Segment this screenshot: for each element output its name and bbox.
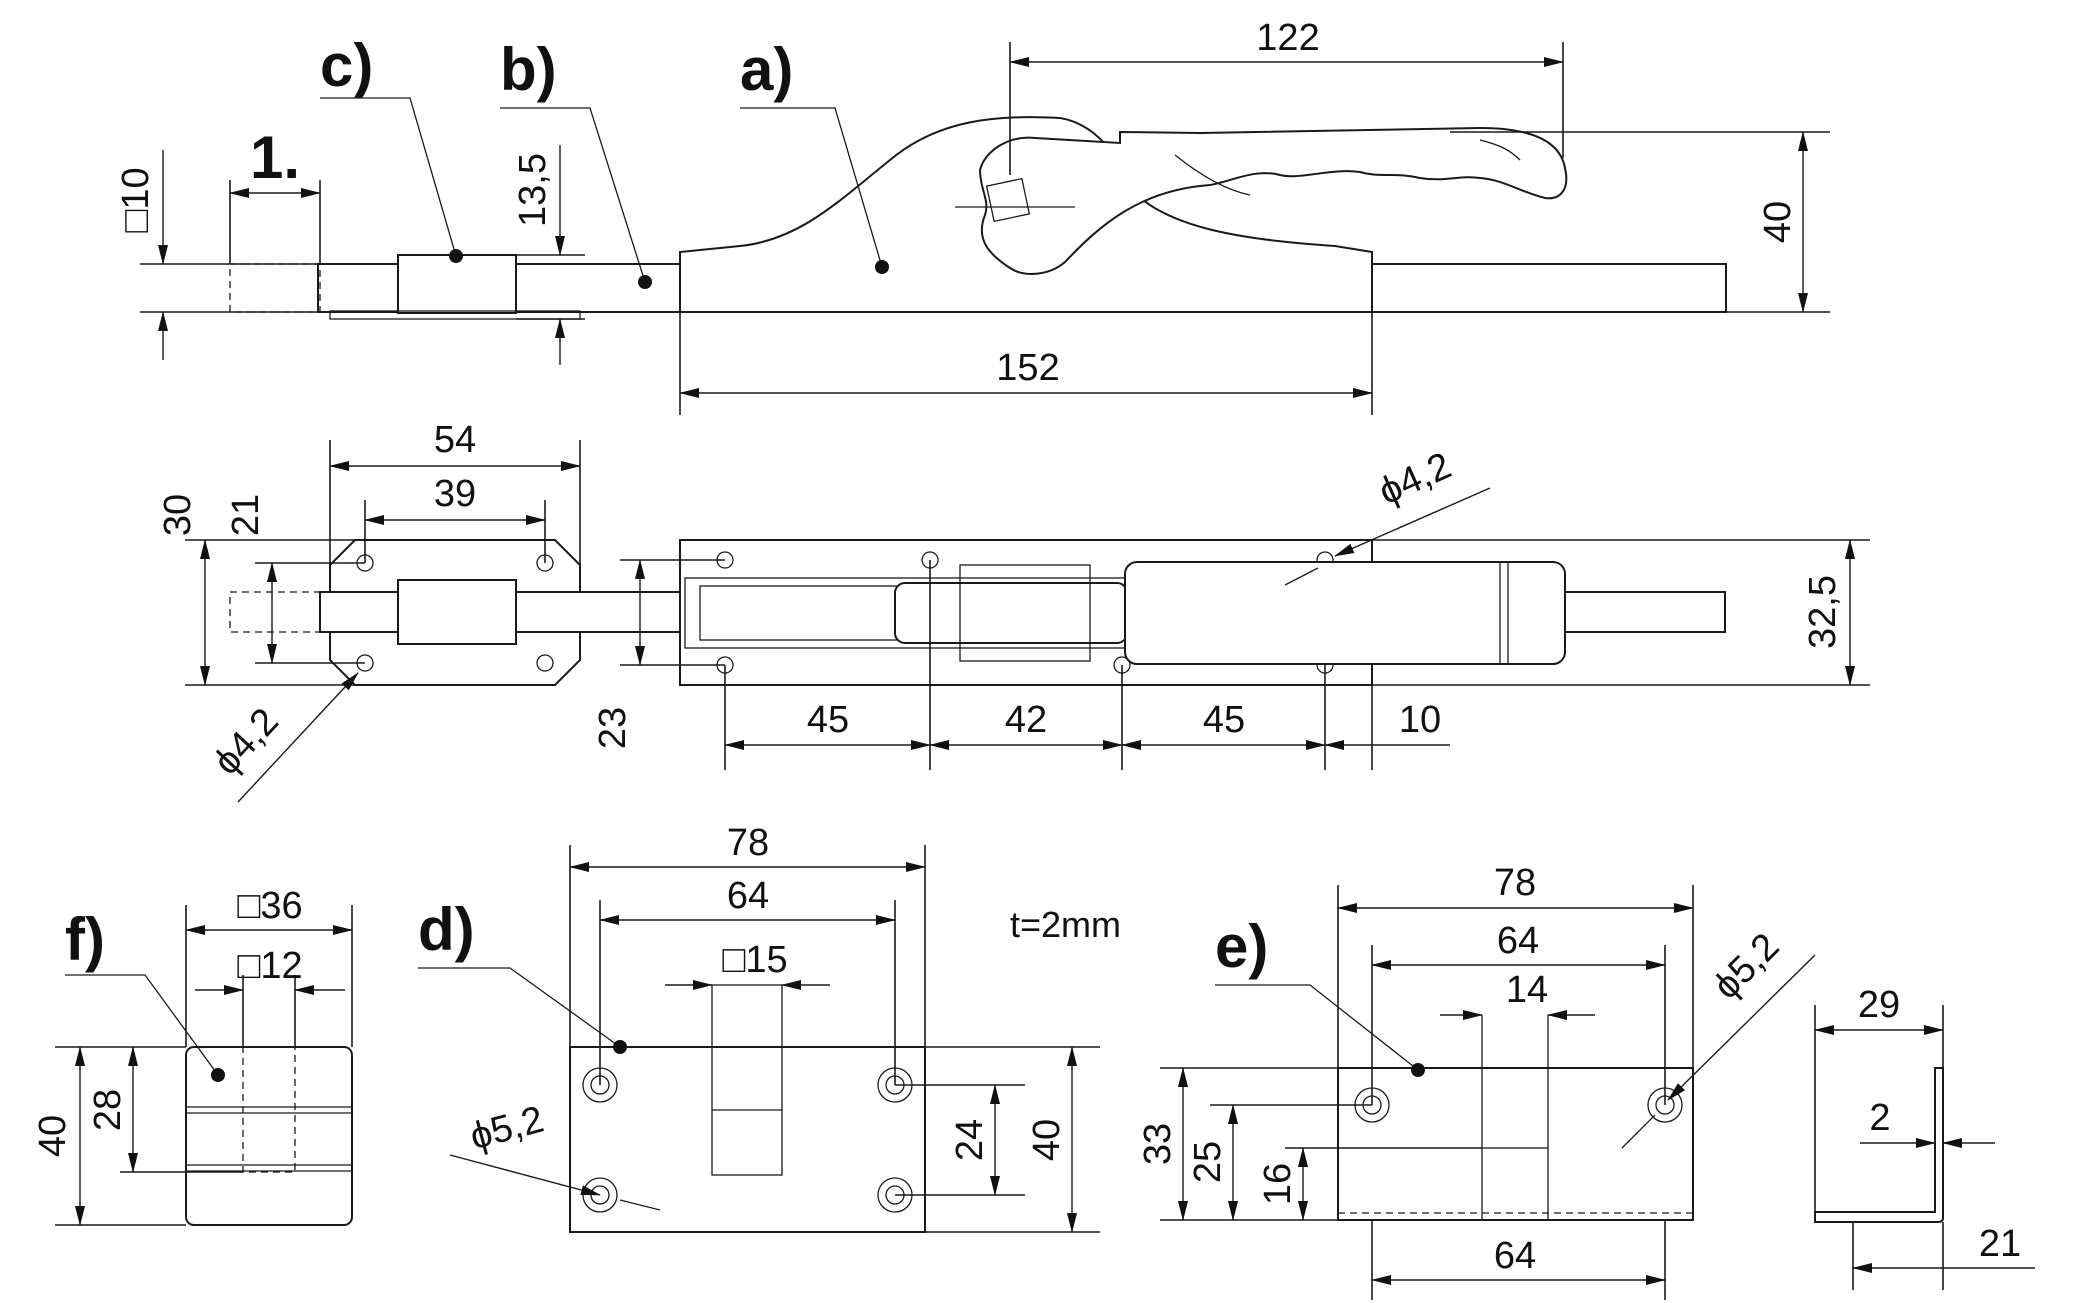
dim-label-d24: 24 xyxy=(949,1119,991,1161)
leader-c xyxy=(320,97,457,257)
lever-handle xyxy=(978,126,1568,275)
keeper-hole xyxy=(536,654,554,672)
label-d: d) xyxy=(418,896,475,963)
angle-side-view: 29 2 21 xyxy=(1814,984,2035,1290)
dim-leader-e-phi xyxy=(1667,954,1816,1101)
dim-label-e25: 25 xyxy=(1187,1141,1229,1183)
leader-dot-e xyxy=(1411,1063,1425,1077)
part-e-view: 78 64 14 ϕ5,2 33 25 16 64 e) xyxy=(1137,862,1816,1300)
dim-label-f40: 40 xyxy=(32,1115,74,1157)
dim-label-30: 30 xyxy=(157,494,199,536)
plate-e-slot xyxy=(1481,1147,1549,1221)
dim-leader-phi-left xyxy=(237,672,359,803)
dim-label-e78: 78 xyxy=(1494,862,1536,904)
dim-leader-phi-right-b xyxy=(1284,567,1319,586)
leader-dot-d xyxy=(613,1040,627,1054)
dim-label-e64: 64 xyxy=(1497,920,1539,962)
leader-d xyxy=(418,967,621,1048)
keeper-housing-plan xyxy=(397,579,517,645)
dim-leader-e-phi-b xyxy=(1621,1114,1656,1149)
bolt-extended-plan xyxy=(229,591,323,633)
knob-square-hole xyxy=(242,1046,296,1173)
dim-label-e14: 14 xyxy=(1506,969,1548,1011)
keeper-base-plate xyxy=(329,310,581,320)
lever-slot-line xyxy=(1174,154,1251,196)
thickness-note: t=2mm xyxy=(1010,904,1121,945)
label-e: e) xyxy=(1215,913,1268,980)
part-f-view: □36 □12 40 28 f) xyxy=(32,885,353,1226)
dim-label-side-21: 21 xyxy=(1979,1223,2021,1265)
dim-label-21: 21 xyxy=(225,494,267,536)
leader-e xyxy=(1215,984,1419,1071)
dim-label-sq36: □36 xyxy=(237,885,302,927)
dim-label-45b: 45 xyxy=(1203,699,1245,741)
dim-label-d40: 40 xyxy=(1026,1119,1068,1161)
keeper-body-top xyxy=(397,254,517,314)
square-key-hole xyxy=(985,177,1031,223)
label-f: f) xyxy=(65,906,105,973)
dim-label-d-phi: ϕ5,2 xyxy=(466,1099,548,1159)
dim-label-phi-left: ϕ4,2 xyxy=(206,700,287,783)
leader-dot-b xyxy=(638,275,652,289)
dim-label-e64-bottom: 64 xyxy=(1494,1235,1536,1277)
dim-label-122: 122 xyxy=(1256,17,1319,59)
dim-label-42: 42 xyxy=(1005,699,1047,741)
dim-label-f28: 28 xyxy=(87,1089,129,1131)
part-d-view: 78 64 □15 24 40 ϕ5,2 d) t=2mm xyxy=(418,822,1121,1233)
leader-a xyxy=(740,107,883,268)
leader-f xyxy=(65,974,219,1076)
dim-label-39: 39 xyxy=(434,473,476,515)
dim-label-32-5: 32,5 xyxy=(1802,575,1844,649)
dim-label-54: 54 xyxy=(434,419,476,461)
dim-leader-phi-right xyxy=(1334,487,1491,557)
plate-d xyxy=(569,1046,926,1233)
dim-label-d64: 64 xyxy=(727,875,769,917)
leader-dot-f xyxy=(211,1068,225,1082)
dim-label-29: 29 xyxy=(1858,984,1900,1026)
dim-label-13-5: 13,5 xyxy=(512,153,554,227)
pivot-block xyxy=(959,564,1091,662)
plate-e xyxy=(1337,1067,1694,1221)
dim-label-23: 23 xyxy=(592,707,634,749)
label-a: a) xyxy=(740,36,793,103)
lever-tip-plan xyxy=(1124,561,1566,665)
dim-label-e16: 16 xyxy=(1257,1163,1299,1205)
dim-leader-d-phi xyxy=(449,1154,601,1196)
leader-dot-a xyxy=(875,260,889,274)
leader-b xyxy=(500,107,646,283)
dim-label-e33: 33 xyxy=(1137,1123,1179,1165)
dim-label-d78: 78 xyxy=(727,822,769,864)
label-b: b) xyxy=(500,36,557,103)
middle-plan-view: 54 39 30 21 23 ϕ4,2 ϕ4,2 32,5 xyxy=(157,419,1870,803)
label-c: c) xyxy=(320,32,373,99)
dim-label-phi-right: ϕ4,2 xyxy=(1373,445,1458,514)
dim-label-sq10: □10 xyxy=(115,167,157,232)
plate-d-slot xyxy=(711,984,783,1176)
top-elevation-view: 122 40 152 13,5 □10 1. a) b) xyxy=(115,17,1830,415)
dim-label-40: 40 xyxy=(1757,201,1799,243)
dim-label-sq12: □12 xyxy=(237,945,302,987)
angle-profile xyxy=(1814,1067,1944,1223)
dim-label-45a: 45 xyxy=(807,699,849,741)
dim-leader-d-phi-b xyxy=(619,1199,661,1211)
dim-label-sq15: □15 xyxy=(722,939,787,981)
knob-body xyxy=(185,1046,353,1226)
dim-label-10: 10 xyxy=(1399,699,1441,741)
leader-dot-c xyxy=(449,249,463,263)
dim-label-152: 152 xyxy=(996,347,1059,389)
dim-label-e-phi: ϕ5,2 xyxy=(1705,925,1787,1007)
step-label: 1. xyxy=(250,124,300,191)
lever-detail-line xyxy=(1479,139,1521,161)
dim-label-2: 2 xyxy=(1869,1097,1890,1139)
bolt-extended-outline xyxy=(229,263,321,313)
